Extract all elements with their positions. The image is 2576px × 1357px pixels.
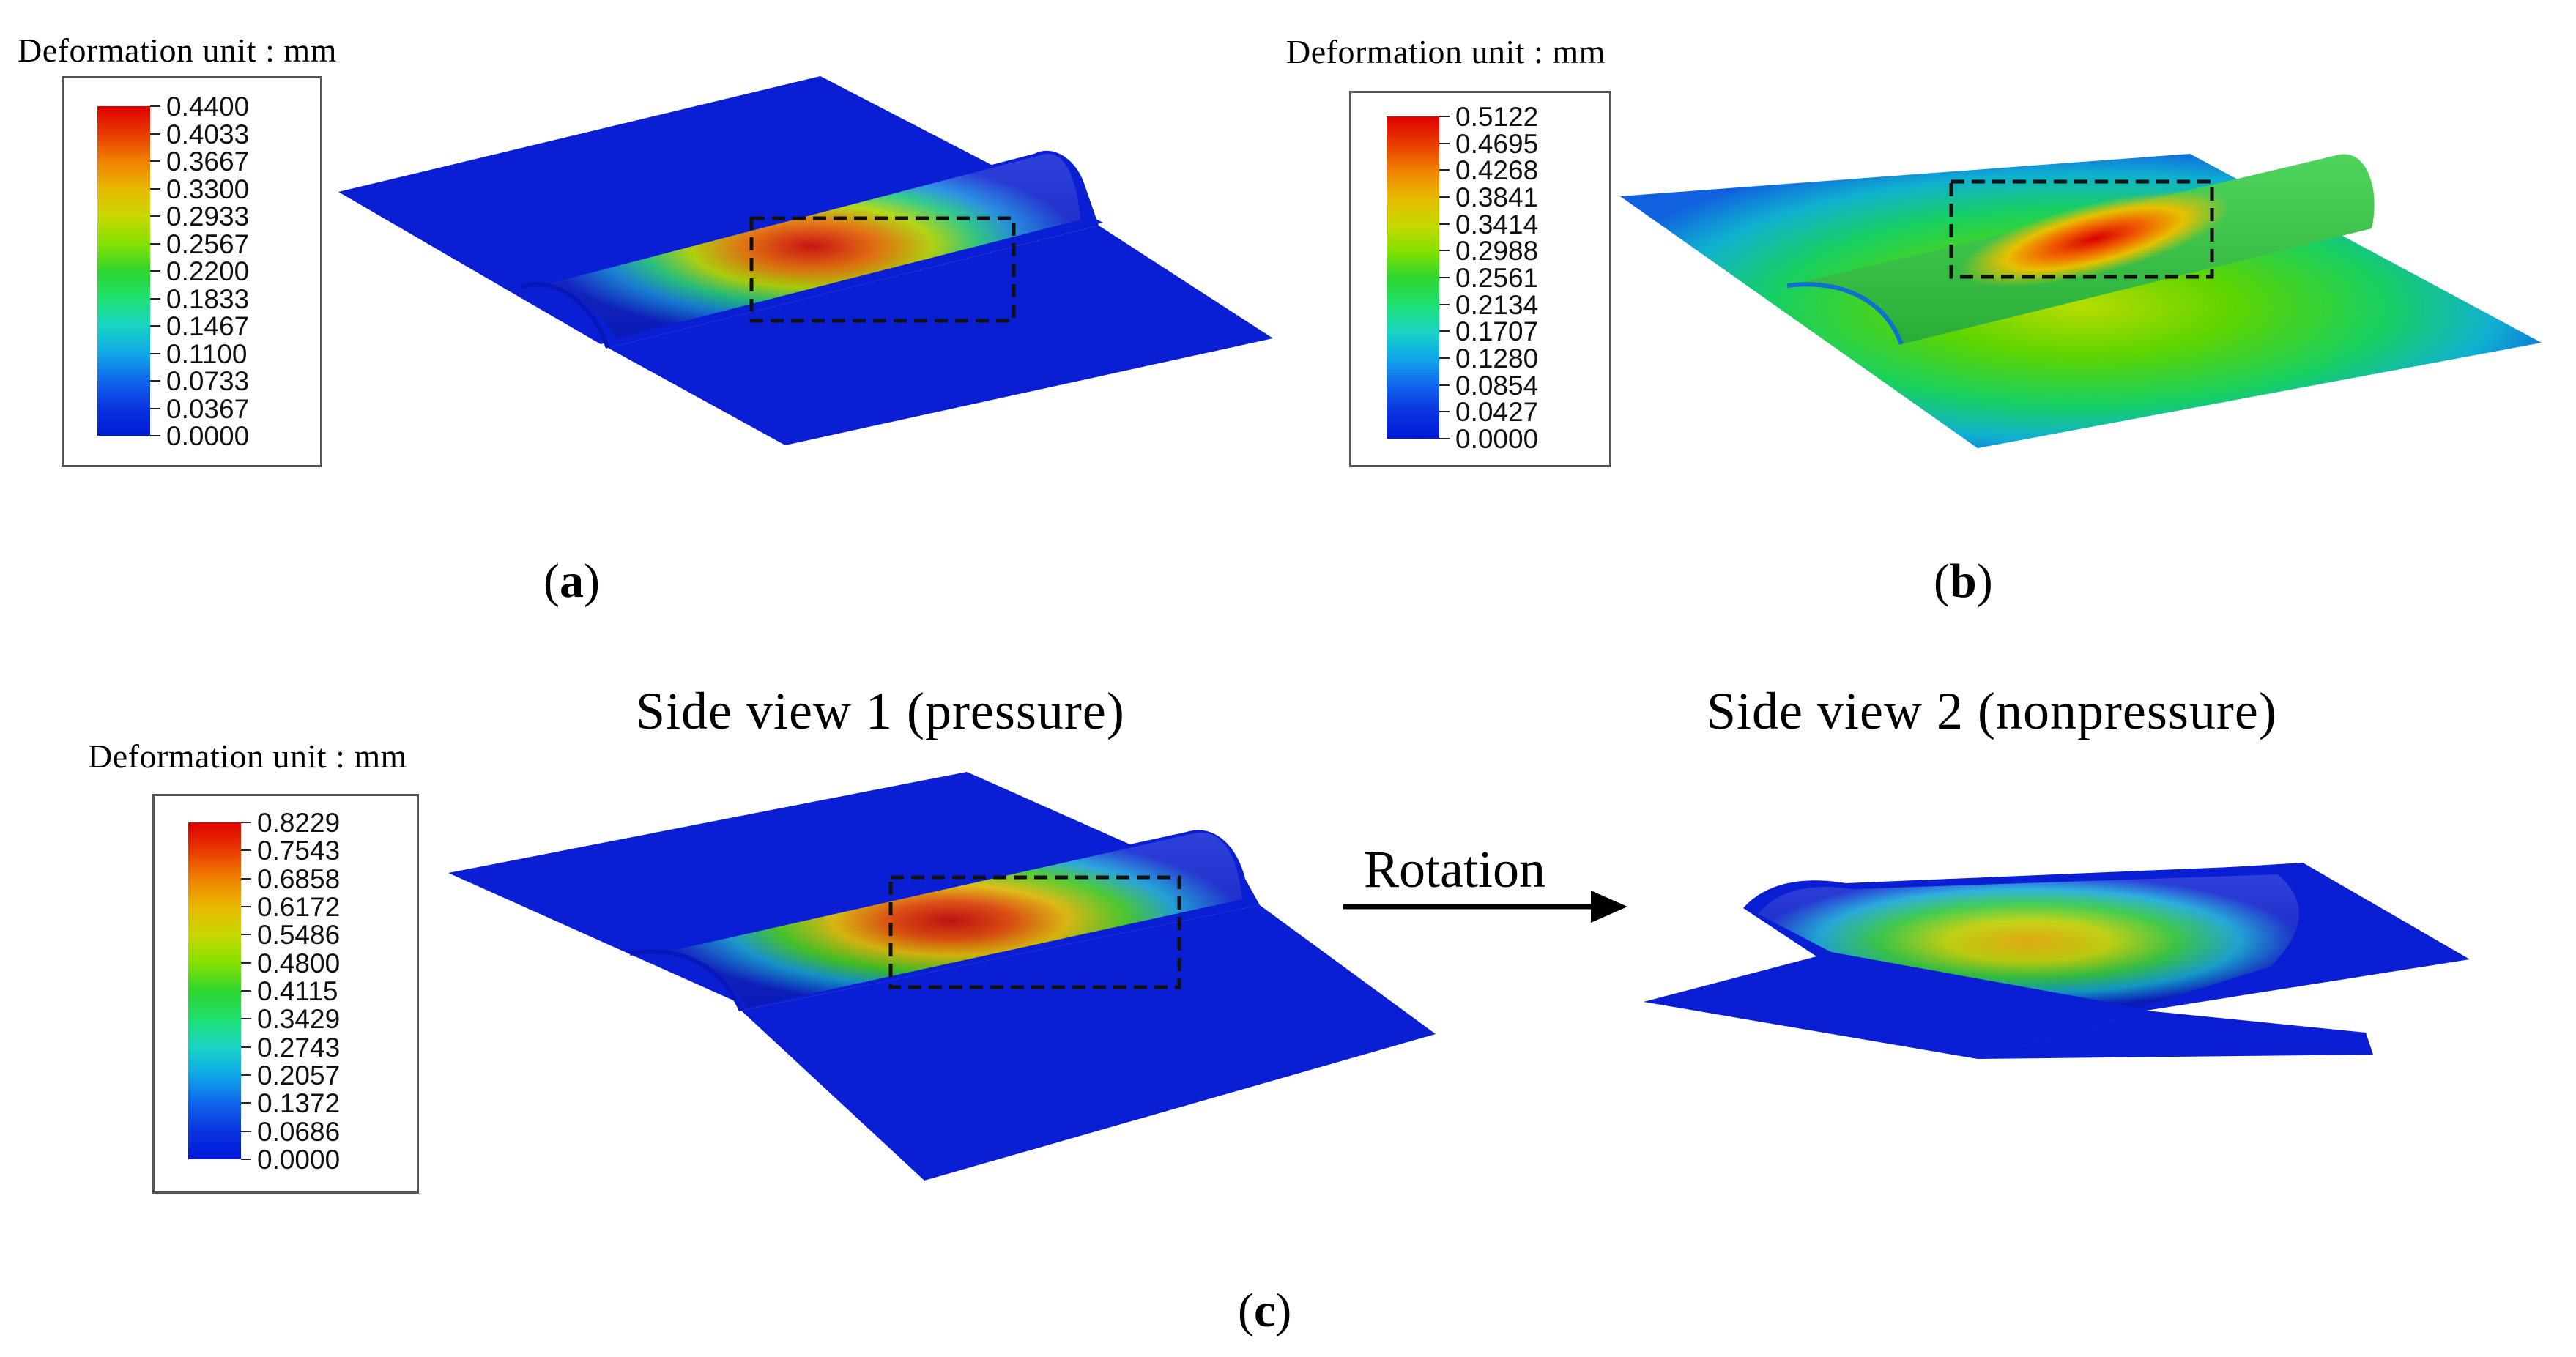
legend-tick (1439, 142, 1450, 144)
legend-value-label: 0.4800 (257, 948, 341, 978)
legend-value-label: 0.2743 (257, 1032, 341, 1063)
legend-tick (150, 242, 160, 245)
legend-value-label: 0.4695 (1455, 128, 1539, 159)
color-scale-c (188, 822, 241, 1159)
legend-tick (150, 380, 160, 382)
legend-tick (1439, 277, 1450, 278)
legend-tick (241, 990, 251, 992)
legend-tick (150, 187, 160, 190)
legend-value-label: 0.3667 (166, 146, 250, 176)
legend-value-label: 0.1467 (166, 311, 250, 341)
legend-tick (241, 934, 251, 936)
legend-tick (150, 407, 160, 409)
legend-value-label: 0.1833 (166, 283, 250, 314)
legend-tick (241, 877, 251, 880)
legend-title-a: Deformation unit : mm (18, 31, 337, 69)
caption-a: (a) (543, 554, 600, 608)
legend-value-label: 0.0854 (1455, 370, 1539, 401)
model-c-view2 (1644, 863, 2470, 1059)
legend-value-label: 0.1372 (257, 1088, 341, 1119)
color-scale-a (97, 106, 150, 436)
legend-tick (241, 849, 251, 852)
legend-tick (150, 297, 160, 300)
legend-tick (1439, 411, 1450, 413)
legend-title-b: Deformation unit : mm (1286, 33, 1606, 70)
legend-tick (241, 1130, 251, 1132)
legend-tick (1439, 250, 1450, 252)
legend-value-label: 0.0733 (166, 366, 250, 396)
legend-tick (150, 105, 160, 107)
model-c-view1 (448, 772, 1436, 1181)
legend-tick (150, 133, 160, 135)
legend-tick (241, 962, 251, 964)
legend-tick (150, 325, 160, 327)
side-view-2-title: Side view 2 (nonpressure) (1707, 682, 2277, 740)
legend-value-label: 0.5486 (257, 920, 341, 951)
legend-value-label: 0.5122 (1455, 102, 1539, 132)
legend-tick (150, 352, 160, 354)
legend-value-label: 0.0000 (257, 1145, 341, 1175)
legend-tick (1439, 357, 1450, 359)
legend-value-label: 0.8229 (257, 808, 341, 838)
legend-value-label: 0.2933 (166, 201, 250, 231)
legend-tick (241, 1074, 251, 1076)
color-scale-b (1387, 116, 1439, 439)
rotation-label: Rotation (1364, 840, 1545, 899)
legend-value-label: 0.7543 (257, 836, 341, 866)
legend-value-label: 0.0000 (166, 421, 250, 451)
legend-tick (150, 270, 160, 272)
legend-value-label: 0.0686 (257, 1116, 341, 1147)
legend-tick (150, 215, 160, 217)
legend-value-label: 0.6858 (257, 863, 341, 894)
legend-tick (1439, 330, 1450, 332)
legend-tick (1439, 438, 1450, 439)
legend-value-label: 0.3841 (1455, 182, 1539, 212)
legend-tick (241, 1046, 251, 1048)
legend-value-label: 0.4400 (166, 92, 250, 122)
legend-tick (241, 906, 251, 907)
caption-b: (b) (1934, 554, 1993, 608)
legend-value-label: 0.2057 (257, 1060, 341, 1090)
legend-value-label: 0.3300 (166, 174, 250, 204)
legend-tick (1439, 223, 1450, 225)
legend-value-label: 0.0427 (1455, 397, 1539, 428)
legend-tick (150, 160, 160, 162)
legend-value-label: 0.2200 (166, 256, 250, 286)
legend-value-label: 0.4115 (257, 976, 338, 1006)
legend-title-c: Deformation unit : mm (88, 737, 407, 775)
legend-tick (1439, 116, 1450, 117)
legend-value-label: 0.2567 (166, 228, 250, 259)
legend-tick (1439, 303, 1450, 305)
legend-tick (1439, 169, 1450, 171)
model-a (338, 76, 1273, 445)
legend-value-label: 0.1100 (166, 338, 248, 369)
legend-value-label: 0.3414 (1455, 209, 1539, 239)
legend-tick (1439, 196, 1450, 198)
legend-value-label: 0.4033 (166, 119, 250, 149)
legend-value-label: 0.1707 (1455, 316, 1539, 347)
legend-value-label: 0.1280 (1455, 343, 1539, 373)
legend-value-label: 0.3429 (257, 1004, 341, 1035)
side-view-1-title: Side view 1 (pressure) (636, 682, 1125, 740)
legend-value-label: 0.2561 (1455, 263, 1539, 293)
legend-value-label: 0.6172 (257, 892, 341, 922)
legend-value-label: 0.2988 (1455, 236, 1539, 267)
legend-value-label: 0.0000 (1455, 424, 1539, 454)
legend-value-label: 0.2134 (1455, 289, 1539, 320)
legend-value-label: 0.0367 (166, 393, 250, 424)
legend-value-label: 0.4268 (1455, 155, 1539, 186)
legend-tick (1439, 384, 1450, 386)
caption-c: (c) (1238, 1284, 1292, 1337)
legend-tick (150, 435, 160, 436)
legend-tick (241, 1018, 251, 1020)
legend-tick (241, 822, 251, 823)
legend-tick (241, 1102, 251, 1104)
legend-tick (241, 1159, 251, 1160)
model-b (1620, 154, 2542, 448)
rotation-arrow (1343, 891, 1627, 923)
